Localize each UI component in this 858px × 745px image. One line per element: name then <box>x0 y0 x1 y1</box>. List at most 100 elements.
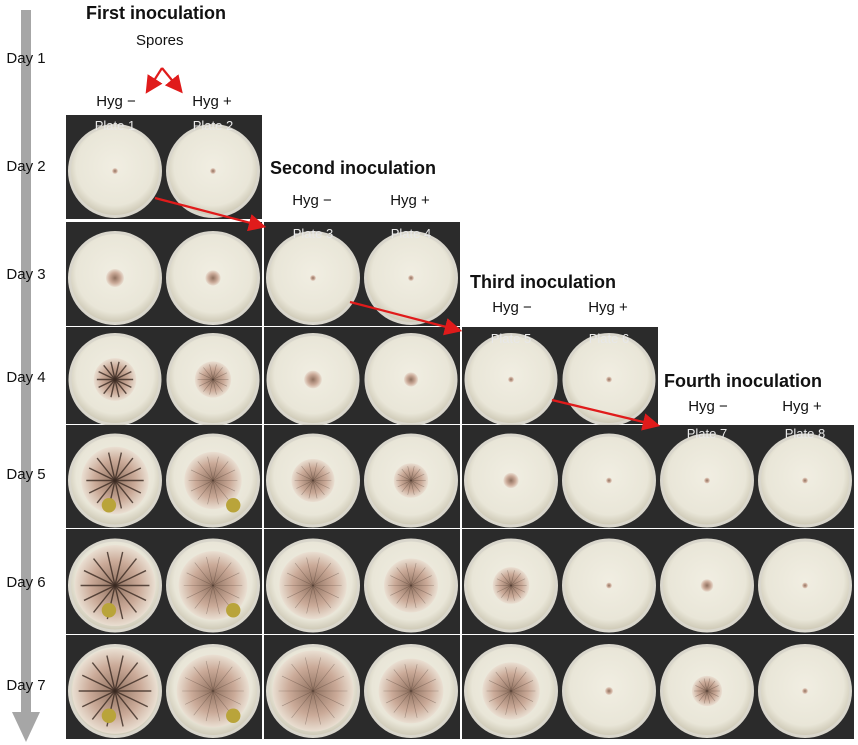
hyphae-streak <box>312 585 320 614</box>
hyphae-streak <box>405 563 412 586</box>
hyphae-streak <box>114 467 142 482</box>
hyphae-streak <box>312 663 335 692</box>
contaminant-colony <box>226 603 241 618</box>
hyphae-streak <box>294 562 314 586</box>
hyphae-streak <box>410 468 421 481</box>
hyphae-streak <box>495 671 512 692</box>
hyphae-streak <box>294 585 314 609</box>
hyphae-streak <box>107 452 116 481</box>
hyphae-streak <box>510 671 527 692</box>
hyphae-streak <box>410 690 429 713</box>
hyphae-streak <box>507 585 512 601</box>
hyphae-streak <box>510 680 534 692</box>
hyphae-streak <box>207 480 214 505</box>
fungal-colony <box>403 372 419 387</box>
hyphae-streak <box>114 480 134 504</box>
hyphae-streak <box>703 690 708 704</box>
plate-5-label: Plate 5 <box>490 331 532 346</box>
hyphae-streak <box>81 690 116 708</box>
timeline-bar <box>21 10 31 713</box>
hyphae-streak <box>510 578 526 586</box>
fungal-colony <box>408 275 414 281</box>
hyphae-streak <box>698 690 708 702</box>
plate-8-label: Plate 8 <box>784 426 826 441</box>
hyphae-streak <box>695 685 708 692</box>
hyphae-streak <box>106 655 116 692</box>
hyphae-streak <box>312 585 332 609</box>
second-inoculation-title: Second inoculation <box>270 158 437 178</box>
hyphae-streak <box>212 461 229 481</box>
hyphae-streak <box>114 479 142 494</box>
plate-3-label: Plate 3 <box>292 226 334 241</box>
hyphae-streak <box>212 585 220 615</box>
hyphae-streak <box>114 379 127 395</box>
hyphae-streak <box>110 361 116 380</box>
hyphae-streak <box>212 469 236 481</box>
hyphae-streak <box>410 567 426 586</box>
hyphae-streak <box>197 480 214 500</box>
hyphae-streak <box>203 379 214 392</box>
hyphae-streak <box>312 690 321 725</box>
fungal-colony <box>802 582 808 589</box>
hyphae-streak <box>405 585 412 608</box>
hyphae-streak <box>212 480 236 492</box>
hyphae-streak <box>698 680 708 692</box>
hyphae-streak <box>212 690 241 705</box>
fungal-colony <box>482 662 540 720</box>
hyphae-streak <box>401 468 412 481</box>
hyphae-streak <box>312 465 325 481</box>
hyphae-streak <box>496 578 512 586</box>
hyphae-streak <box>410 480 425 488</box>
hyphae-streak <box>96 457 116 481</box>
hyphae-streak <box>404 664 412 692</box>
hyphae-streak <box>106 551 116 586</box>
transfer-arrow-3 <box>551 398 661 431</box>
hyphae-streak <box>312 472 330 481</box>
plate-4-label: Plate 4 <box>390 226 432 241</box>
hyphae-streak <box>114 585 124 620</box>
hyphae-streak <box>209 364 214 380</box>
hyphae-streak <box>114 370 132 381</box>
hyphae-streak <box>98 378 116 389</box>
hyphae-streak <box>114 690 124 727</box>
hyphae-streak <box>496 585 512 593</box>
hyphae-streak <box>706 690 711 704</box>
hyphae-streak <box>510 690 534 702</box>
hyphae-streak <box>212 562 232 586</box>
day-label-7: Day 7 <box>6 677 46 694</box>
arrow-to-hyg-minus <box>145 67 163 94</box>
hyphae-streak <box>203 367 214 380</box>
hyphae-streak <box>397 473 412 481</box>
hyphae-streak <box>510 690 527 711</box>
hyphae-streak <box>212 480 229 500</box>
hyphae-streak <box>114 662 139 692</box>
hyphae-streak <box>488 690 512 702</box>
hyphae-streak <box>312 480 325 496</box>
fungal-colony <box>178 551 248 620</box>
hyphae-streak <box>410 678 436 692</box>
hyphae-streak <box>114 690 149 708</box>
hyphae-streak <box>296 472 314 481</box>
hyphae-streak <box>88 479 116 494</box>
hyphae-streak <box>407 466 412 481</box>
hyphae-streak <box>410 585 417 608</box>
fungal-colony <box>304 370 322 389</box>
hyphae-streak <box>114 378 132 389</box>
hyphae-streak <box>510 585 521 598</box>
hyphae-streak <box>212 690 221 722</box>
hyphae-streak <box>212 660 221 692</box>
hyphae-streak <box>98 370 116 381</box>
hyphae-streak <box>212 372 228 380</box>
hyphae-streak <box>212 585 240 599</box>
hyphae-streak <box>410 480 421 493</box>
fungal-colony <box>691 675 723 707</box>
hyphae-streak <box>386 678 412 692</box>
fungal-colony <box>184 451 242 510</box>
hyphae-streak <box>103 364 116 380</box>
hyphae-streak <box>212 585 232 609</box>
day-label-2: Day 2 <box>6 158 46 175</box>
hyphae-streak <box>501 573 512 586</box>
hyphae-streak <box>393 669 412 692</box>
hyphae-streak <box>110 379 116 398</box>
